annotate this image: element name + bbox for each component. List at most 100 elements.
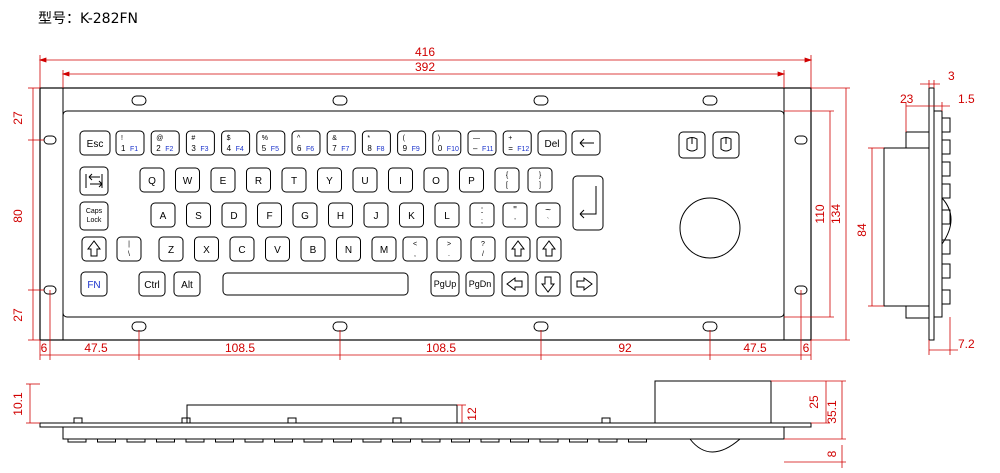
key-a[interactable] bbox=[150, 202, 176, 228]
bottom-panel bbox=[62, 426, 785, 440]
key-profile bbox=[215, 438, 234, 443]
key-punct[interactable] bbox=[469, 202, 495, 228]
key-f1[interactable] bbox=[115, 130, 145, 156]
key-tab[interactable] bbox=[79, 166, 109, 196]
key-e[interactable] bbox=[210, 167, 236, 193]
key-bracket[interactable] bbox=[494, 167, 520, 193]
key-o[interactable] bbox=[423, 167, 449, 193]
key-i[interactable] bbox=[388, 167, 413, 193]
key-w[interactable] bbox=[175, 167, 200, 193]
key-label: G bbox=[301, 211, 309, 222]
key-fn[interactable] bbox=[80, 271, 108, 297]
key-f9[interactable] bbox=[397, 130, 427, 156]
key-shift-left[interactable] bbox=[81, 236, 107, 262]
key-y[interactable] bbox=[317, 167, 342, 193]
key-f5[interactable] bbox=[256, 130, 286, 156]
key-f12[interactable] bbox=[502, 130, 532, 156]
mount-slot bbox=[533, 95, 549, 106]
key-label: V bbox=[274, 245, 281, 256]
key-punct[interactable] bbox=[402, 236, 428, 262]
key-ctrl[interactable] bbox=[138, 271, 166, 297]
key-v[interactable] bbox=[265, 236, 290, 262]
key-label: W bbox=[183, 176, 193, 187]
key-profile bbox=[156, 438, 175, 443]
key-punct[interactable] bbox=[436, 236, 462, 262]
mount-slot bbox=[131, 321, 147, 332]
key-shift-char: # bbox=[191, 135, 195, 142]
key-backslash[interactable] bbox=[116, 236, 142, 262]
key-esc[interactable] bbox=[79, 130, 111, 156]
key-r[interactable] bbox=[246, 167, 271, 193]
shift-icon bbox=[87, 240, 101, 257]
key-b[interactable] bbox=[300, 236, 326, 262]
key-alt[interactable] bbox=[173, 271, 201, 297]
key-punct[interactable] bbox=[470, 236, 496, 262]
key-label: A bbox=[160, 211, 167, 222]
side-dimensions bbox=[868, 80, 958, 355]
key-h[interactable] bbox=[328, 202, 353, 228]
key-bracket[interactable] bbox=[527, 167, 553, 193]
trackball[interactable] bbox=[679, 197, 741, 259]
key-profile bbox=[598, 438, 618, 443]
key-enter[interactable] bbox=[572, 175, 604, 231]
key-g[interactable] bbox=[292, 202, 318, 228]
mouse-left-button[interactable] bbox=[678, 131, 706, 159]
key-d[interactable] bbox=[221, 202, 247, 228]
key-c[interactable] bbox=[229, 236, 255, 262]
key-z[interactable] bbox=[158, 236, 184, 262]
key-left[interactable] bbox=[501, 271, 529, 297]
key-t[interactable] bbox=[281, 167, 307, 193]
key-label: Z bbox=[168, 245, 174, 256]
key-caps-lock[interactable] bbox=[79, 201, 109, 231]
key-f2[interactable] bbox=[150, 130, 180, 156]
key-label: Q bbox=[148, 176, 156, 187]
key-shift-char: @ bbox=[156, 135, 163, 142]
key-down[interactable] bbox=[535, 271, 561, 297]
key-pgdn[interactable] bbox=[465, 271, 495, 297]
key-u[interactable] bbox=[352, 167, 378, 193]
key-f6[interactable] bbox=[291, 130, 321, 156]
key-f11[interactable] bbox=[467, 130, 497, 156]
key-pgup-label: PgUp bbox=[434, 279, 457, 289]
key-n[interactable] bbox=[336, 236, 361, 262]
key-f[interactable] bbox=[257, 202, 282, 228]
key-fn-label: FN bbox=[87, 280, 100, 291]
key-esc-label: Esc bbox=[87, 139, 104, 150]
mouse-right-button[interactable] bbox=[712, 131, 740, 159]
key-f3[interactable] bbox=[185, 130, 215, 156]
mount-slot bbox=[131, 95, 147, 106]
key-f8[interactable] bbox=[361, 130, 391, 156]
key-f7[interactable] bbox=[326, 130, 356, 156]
key-shift-right[interactable] bbox=[536, 236, 562, 262]
key-del[interactable] bbox=[537, 130, 567, 156]
key-k[interactable] bbox=[399, 202, 424, 228]
key-f4[interactable] bbox=[221, 130, 251, 156]
key-q[interactable] bbox=[139, 167, 165, 193]
key-shift-char: — bbox=[473, 135, 480, 142]
key-j[interactable] bbox=[363, 202, 389, 228]
key-p[interactable] bbox=[459, 167, 484, 193]
bottom-body-left bbox=[186, 404, 458, 424]
tab-icon bbox=[85, 173, 103, 188]
key-f10[interactable] bbox=[432, 130, 462, 156]
key-right[interactable] bbox=[570, 271, 598, 297]
key-profile bbox=[97, 438, 116, 443]
key-label: J bbox=[374, 211, 379, 222]
key-profile bbox=[244, 438, 264, 443]
key-x[interactable] bbox=[194, 236, 219, 262]
key-s[interactable] bbox=[186, 202, 211, 228]
key-pgup[interactable] bbox=[430, 271, 460, 297]
key-space[interactable] bbox=[222, 272, 409, 296]
key-l[interactable] bbox=[434, 202, 460, 228]
key-punct[interactable] bbox=[535, 202, 561, 228]
dim-7-2: 7.2 bbox=[958, 337, 975, 351]
key-up[interactable] bbox=[505, 236, 531, 262]
key-punct[interactable] bbox=[502, 202, 528, 228]
key-m[interactable] bbox=[371, 236, 397, 262]
key-char: . bbox=[448, 251, 450, 258]
mouse-left-icon bbox=[686, 137, 698, 152]
bottom-dimensions bbox=[26, 380, 846, 468]
key-profile bbox=[67, 438, 87, 443]
